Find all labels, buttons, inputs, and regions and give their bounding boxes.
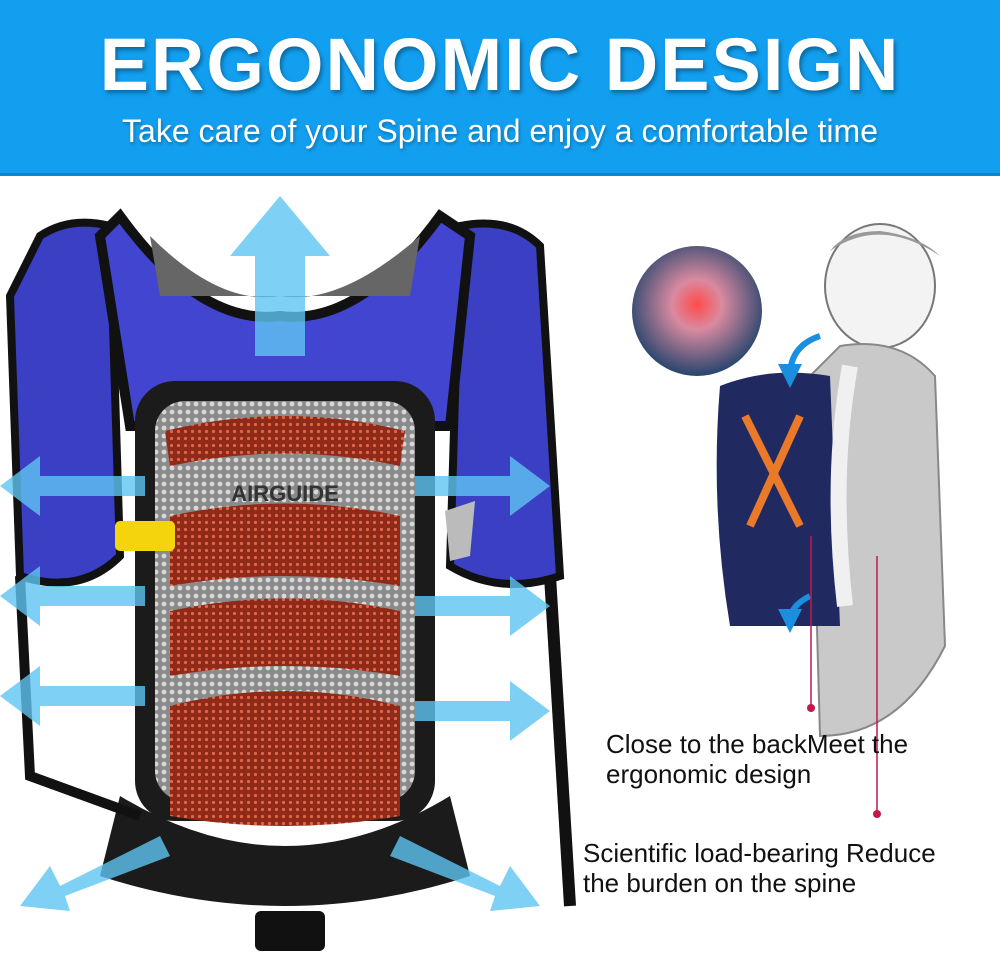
callout-text: ergonomic design (606, 759, 812, 789)
arrow-left-icon (0, 456, 145, 516)
arrow-down-left-icon (20, 836, 170, 911)
callout-text: Close to the backMeet the (606, 729, 909, 759)
callout-text: the burden on the spine (583, 868, 857, 898)
callout-close-to-back: Close to the backMeet the ergonomic desi… (606, 729, 908, 789)
arrow-left-icon (0, 566, 145, 626)
airflow-arrows (0, 196, 550, 911)
header-banner: ERGONOMIC DESIGN Take care of your Spine… (0, 0, 1000, 176)
shoulder-xray-image (632, 246, 762, 376)
arrow-down-right-icon (390, 836, 540, 911)
arrow-left-icon (0, 666, 145, 726)
callout-load-bearing: Scientific load-bearing Reduce the burde… (583, 838, 936, 898)
person-illustration (716, 223, 947, 738)
product-logo: AIRGUIDE (231, 481, 339, 506)
callout-text: Scientific load-bearing Reduce (583, 838, 936, 868)
subheadline: Take care of your Spine and enjoy a comf… (122, 113, 878, 149)
product-illustration: AIRGUIDE (0, 196, 947, 951)
arrow-right-icon (415, 681, 550, 741)
arrow-right-icon (415, 456, 550, 516)
arrow-right-icon (415, 576, 550, 636)
arrow-up-icon (230, 196, 330, 356)
headline: ERGONOMIC DESIGN (99, 23, 901, 106)
callout-lines (807, 536, 881, 818)
